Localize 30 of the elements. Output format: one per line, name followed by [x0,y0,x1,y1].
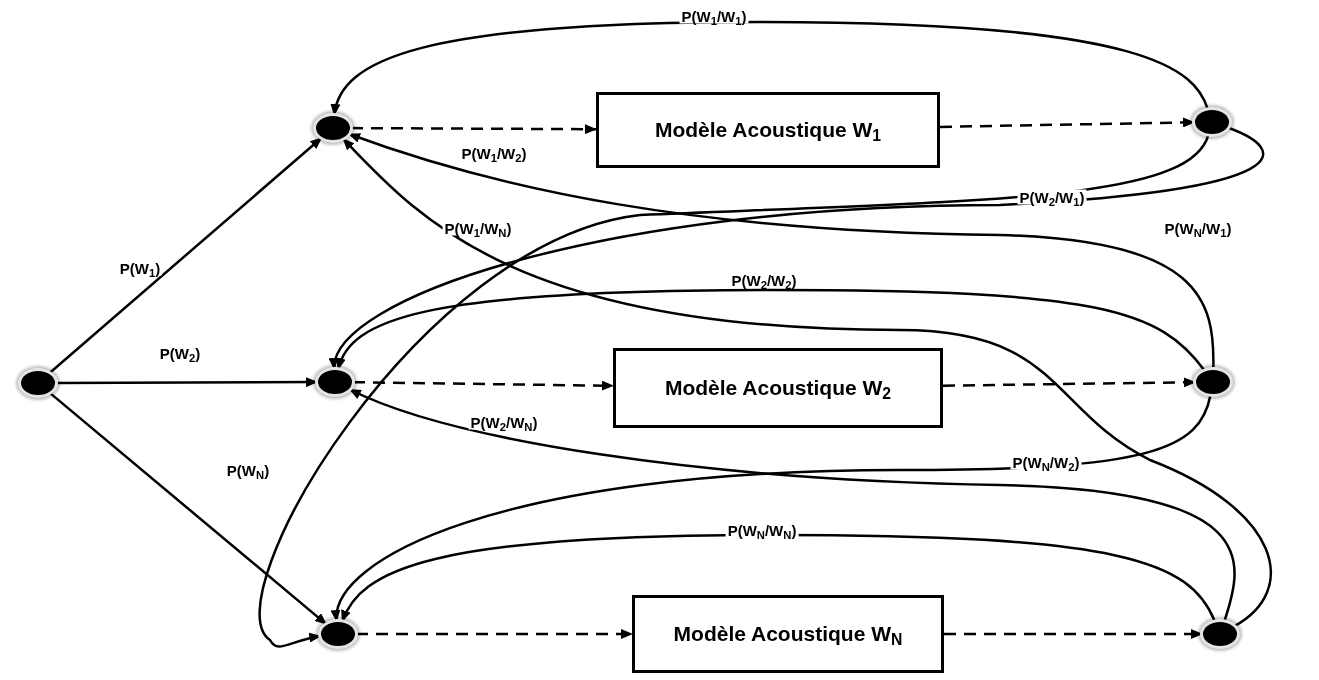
edge-label: P(W$_{2}$) [157,345,203,361]
edge-label: P(W$_{1}$/W$_{2}$) [459,145,529,161]
edge-label: P(W$_{2}$/W$_{2}$) [729,272,799,288]
edge-label: P(W$_{1}$/W$_{1}$) [679,8,749,24]
dashed-arrow [356,629,633,639]
dashed-arrow [353,380,614,391]
edge-label: P(W$_{1}$/W$_{N}$) [442,220,514,236]
state-dot [18,368,58,398]
dashed-arrow [351,124,597,135]
state-dot [1193,367,1233,397]
edge-label: P(W$_{N}$/W$_{2}$) [1010,454,1082,470]
model-box [596,92,940,168]
edge-label: P(W$_{N}$/W$_{1}$) [1162,220,1234,236]
edge-label: P(W$_{N}$) [224,462,272,478]
box-label: Modèle Acoustique W$_{1}$ [654,117,882,146]
model-box [632,595,944,673]
model-box [613,348,943,428]
arrow [49,391,327,626]
box-label: Modèle Acoustique W$_{2}$ [664,375,892,404]
edge-label: P(W$_{1}$) [117,260,163,276]
state-dot [315,367,355,397]
state-dot [1192,107,1232,137]
edge-label: P(W$_{N}$/W$_{N}$) [725,522,799,538]
box-label: Modèle Acoustique W$_{N}$ [673,621,903,650]
state-dot [1200,619,1240,649]
state-dot [313,113,353,143]
state-dot [318,619,358,649]
edge-label: P(W$_{2}$/W$_{1}$) [1017,189,1087,205]
edge-label: P(W$_{2}$/W$_{N}$) [468,414,540,430]
arrow [342,137,1272,628]
